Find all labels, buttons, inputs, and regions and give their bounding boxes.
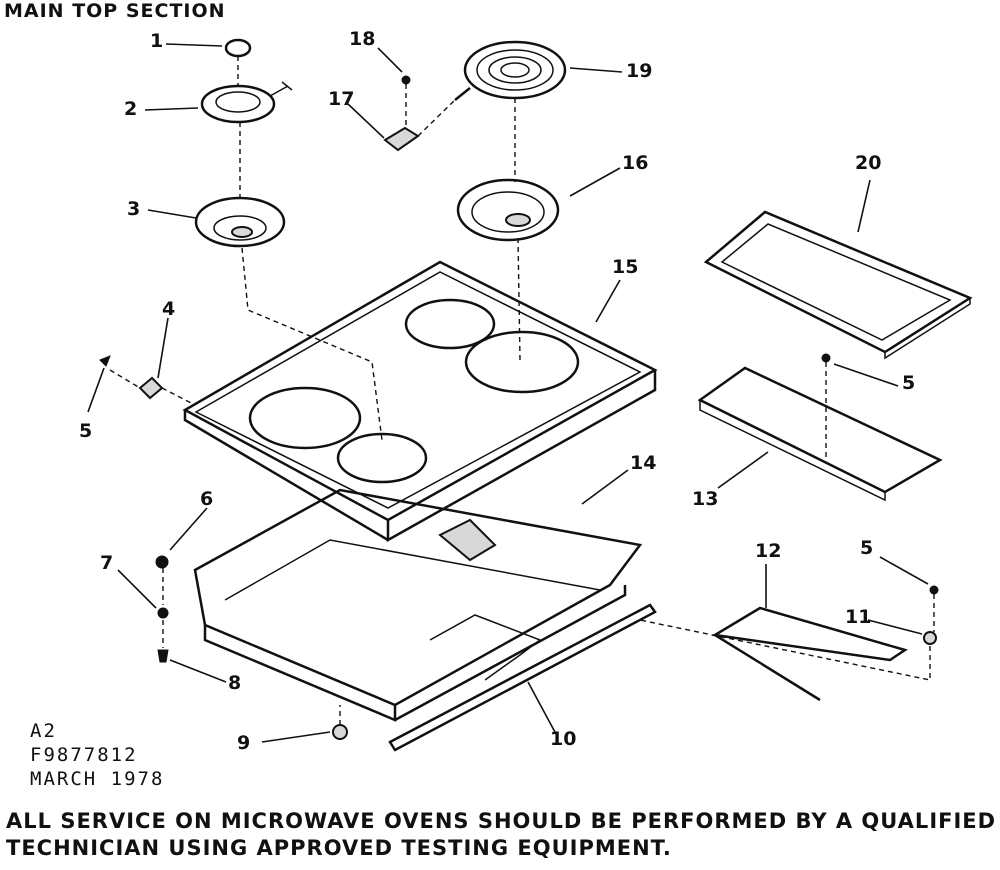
callout-15: 15 [612,256,639,278]
callout-7: 7 [100,552,114,574]
callout-5-right: 5 [860,537,874,559]
part-17-terminal-block [383,126,420,152]
callout-2: 2 [124,98,138,120]
callout-13: 13 [692,488,719,510]
part-16-drip-pan-large [456,178,560,242]
part-5-screw-left [99,355,111,367]
callout-19: 19 [626,60,653,82]
service-notice-line-1: ALL SERVICE ON MICROWAVE OVENS SHOULD BE… [6,809,997,833]
callout-20: 20 [855,152,882,174]
part-19-coil-element [454,40,567,101]
part-9-nut [332,724,348,740]
callout-12: 12 [755,540,782,562]
part-5-screw-mid [821,353,831,363]
part-13-channel [697,366,943,502]
drawing-code: A2 [30,720,57,742]
callout-6: 6 [200,488,214,510]
leader-lines [87,43,929,743]
part-14-burner-box [193,488,643,722]
part-2-trim-ring [200,81,293,124]
callout-17: 17 [328,88,355,110]
callout-16: 16 [622,152,649,174]
drawing-date: MARCH 1978 [30,768,165,790]
service-notice-line-2: TECHNICIAN USING APPROVED TESTING EQUIPM… [6,836,672,860]
part-1-cap [224,38,252,58]
part-7-washer [157,607,169,619]
alignment-lines [109,56,935,725]
part-20-cover-plate [703,210,973,360]
callout-14: 14 [630,452,657,474]
callout-5-mid: 5 [902,372,916,394]
callout-11: 11 [845,606,872,628]
diagram-title: MAIN TOP SECTION [4,0,226,22]
callout-4: 4 [162,298,176,320]
callout-8: 8 [228,672,242,694]
part-6-nut [155,555,169,569]
part-12-frame [711,606,908,702]
part-10-rod [388,603,657,752]
callout-5-left: 5 [79,420,93,442]
part-5-screw-right [929,585,939,595]
callout-3: 3 [127,198,141,220]
callout-18: 18 [349,28,376,50]
callout-10: 10 [550,728,577,750]
drawing-part-number: F9877812 [30,744,138,766]
part-18-screw [401,75,411,85]
part-3-drip-pan-small [194,196,286,248]
callout-9: 9 [237,732,251,754]
part-11-bracket [923,631,937,645]
callout-1: 1 [150,30,164,52]
part-8-bolt [157,649,169,663]
part-15-main-top [182,260,658,543]
part-4-clip [138,376,164,400]
